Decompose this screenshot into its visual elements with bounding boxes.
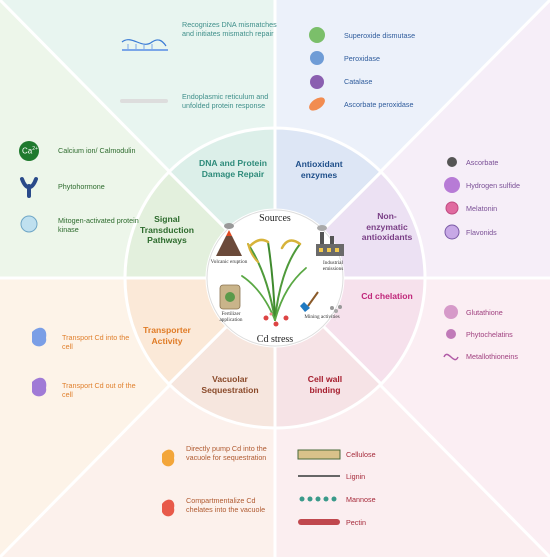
antioxidant-item-4: Ascorbate peroxidase	[344, 100, 414, 109]
dna-item-er: Endoplasmic reticulum and unfolded prote…	[182, 92, 269, 110]
chelate-transporter-icon	[162, 499, 175, 517]
label-volcanic: Volcanic eruption	[210, 259, 248, 265]
vacuolar-item-chelates: Compartmentalize Cd chelates into the va…	[186, 496, 266, 514]
segment-cell-wall: Cell wall binding	[307, 374, 343, 395]
segment-non-enzymatic: Non-enzymatic antioxidants	[361, 211, 413, 242]
transporter-item-in: Transport Cd into the cell	[62, 333, 130, 351]
segment-transporter: Transporter Activity	[143, 325, 191, 346]
peroxidase-icon	[310, 51, 324, 65]
efflux-transporter-icon	[32, 377, 47, 397]
ring	[123, 126, 427, 430]
mannose-icon	[299, 496, 337, 502]
cellwall-item-4: Pectin	[346, 518, 366, 527]
flavonids-icon	[444, 224, 460, 240]
catalase-icon	[310, 75, 324, 89]
segment-signal: Signal Transduction Pathways	[140, 214, 194, 245]
vacuolar-item-pump: Directly pump Cd into the vacuole for se…	[186, 444, 267, 462]
antioxidant-item-2: Peroxidase	[344, 54, 380, 63]
pump-transporter-icon	[162, 449, 175, 467]
influx-transporter-icon	[32, 327, 47, 347]
segment-cd-chelation: Cd chelation	[361, 291, 413, 301]
dna-item-mismatch: Recognizes DNA mismatches and initiates …	[182, 20, 277, 38]
chelation-item-2: Phytochelatins	[466, 330, 513, 339]
fertilizer-bag-icon	[219, 284, 241, 310]
label-mining: Mining activities	[304, 314, 340, 320]
pectin-icon	[298, 519, 340, 525]
ascorbate-icon	[447, 157, 457, 167]
phytohormone-icon	[20, 177, 38, 198]
root-particles	[263, 312, 289, 327]
cellwall-item-2: Lignin	[346, 472, 366, 481]
signal-item-calcium: Calcium ion/ Calmodulin	[58, 146, 136, 155]
calcium-symbol: Ca2+	[22, 146, 38, 156]
antioxidant-item-1: Superoxide dismutase	[344, 31, 416, 40]
factory-icon	[316, 225, 344, 256]
segment-antioxidant-enzymes: Antioxidant enzymes	[295, 159, 343, 180]
cellwall-item-3: Mannose	[346, 495, 376, 504]
segment-vacuolar: Vacuolar Sequestration	[201, 374, 259, 395]
label-fertilizer: Fertilizer application	[219, 311, 243, 323]
superoxide-dismutase-icon	[309, 27, 325, 43]
volcano-icon	[216, 223, 242, 256]
segment-dna-repair: DNA and Protein Damage Repair	[199, 158, 267, 179]
shovel-icon	[300, 291, 342, 313]
signal-item-phytohormone: Phytohormone	[58, 182, 105, 191]
nonenzymatic-item-4: Flavonids	[466, 228, 497, 237]
center-title-cd-stress: Cd stress	[256, 334, 294, 345]
signal-item-mapk: Mitogen-activated protein kinase	[58, 216, 139, 234]
nonenzymatic-item-3: Melatonin	[466, 204, 498, 213]
cellulose-icon	[297, 449, 341, 460]
cellwall-item-1: Cellulose	[346, 450, 376, 459]
glutathione-icon	[444, 305, 458, 319]
label-industrial: Industrial emissions	[322, 260, 344, 272]
dna-repair-icon	[121, 39, 168, 51]
nonenzymatic-item-1: Ascorbate	[466, 158, 499, 167]
metallothioneins-icon	[443, 353, 459, 361]
transporter-item-out: Transport Cd out of the cell	[62, 381, 136, 399]
mapk-icon	[20, 215, 38, 233]
melatonin-icon	[445, 201, 459, 215]
phytochelatins-icon	[446, 329, 456, 339]
center-disk	[206, 209, 344, 347]
antioxidant-item-3: Catalase	[344, 77, 373, 86]
chelation-item-1: Glutathione	[466, 308, 503, 317]
nonenzymatic-item-2: Hydrogen sulfide	[466, 181, 520, 190]
hydrogen-sulfide-icon	[444, 177, 460, 193]
protein-strand-icon	[120, 99, 168, 103]
ascorbate-peroxidase-icon	[309, 97, 325, 111]
calcium-icon	[19, 141, 39, 161]
center-title-sources: Sources	[259, 213, 291, 224]
chelation-item-3: Metallothioneins	[466, 352, 518, 361]
rice-plant-icon	[241, 238, 307, 321]
